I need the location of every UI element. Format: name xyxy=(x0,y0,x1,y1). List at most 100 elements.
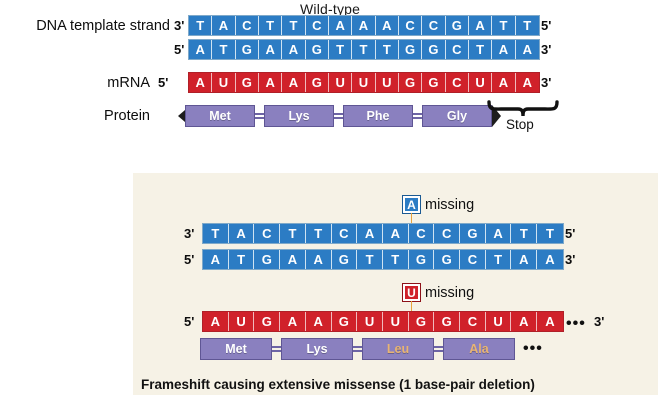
mutant-dna-coding-base: G xyxy=(434,250,461,269)
mutant-mrna-base: A xyxy=(203,312,229,331)
mutant-dna-template-base: G xyxy=(460,224,486,243)
wildtype-mrna-base: U xyxy=(352,73,376,92)
wildtype-dna-coding-base: T xyxy=(352,40,376,59)
mutant-mrna-base: U xyxy=(357,312,383,331)
mutant-dna-coding-base: T xyxy=(357,250,383,269)
wildtype-dna-template-base: C xyxy=(235,16,259,35)
wildtype-dna-coding-base: T xyxy=(212,40,236,59)
mrna-deletion-callout-text: missing xyxy=(425,284,475,301)
peptide-bond-linker xyxy=(434,346,443,352)
protein-label: Protein xyxy=(104,108,150,124)
mutant-dna-template-base: C xyxy=(408,224,435,243)
peptide-bond-linker xyxy=(334,113,343,119)
wildtype-dna-coding-base: G xyxy=(305,40,329,59)
wildtype-dna-coding-left-end: 5' xyxy=(174,42,185,57)
mutant-mrna-base: U xyxy=(382,312,409,331)
wildtype-mrna-base: A xyxy=(492,73,516,92)
wildtype-dna-template-base: T xyxy=(515,16,539,35)
wildtype-dna-coding-right-end: 3' xyxy=(541,42,552,57)
wildtype-mrna-base: C xyxy=(445,73,469,92)
mutant-dna-coding-base: C xyxy=(460,250,486,269)
dna-deletion-callout: A missing xyxy=(402,195,475,214)
mutant-dna-template-left-end: 3' xyxy=(184,226,195,241)
wildtype-dna-template-base: A xyxy=(375,16,399,35)
wildtype-mrna-base: U xyxy=(328,73,353,92)
mutant-dna-template-base: C xyxy=(331,224,358,243)
amino-acid-box: Met xyxy=(200,338,272,360)
peptide-bond-linker xyxy=(413,113,422,119)
wildtype-dna-coding-base: G xyxy=(422,40,446,59)
mutant-mrna-base: U xyxy=(228,312,255,331)
figure-caption: Frameshift causing extensive missense (1… xyxy=(141,377,535,392)
amino-acid-box: Gly xyxy=(422,105,492,127)
mutant-dna-template-base: T xyxy=(203,224,229,243)
wildtype-title: Wild-type xyxy=(300,1,361,17)
mutant-dna-template-base: C xyxy=(254,224,281,243)
wildtype-dna-template-base: A xyxy=(352,16,376,35)
mutant-mrna-base: G xyxy=(434,312,461,331)
peptide-bond-linker xyxy=(255,113,264,119)
wildtype-dna-coding-base: C xyxy=(445,40,469,59)
mutant-dna-template-right-end: 5' xyxy=(565,226,576,241)
mutant-mrna-right-end: 3' xyxy=(594,314,605,329)
wildtype-dna-coding-base: G xyxy=(398,40,423,59)
mutant-mrna-base: G xyxy=(331,312,358,331)
wildtype-mrna-base: G xyxy=(398,73,423,92)
mutant-dna-template-base: C xyxy=(434,224,461,243)
mutant-dna-coding-base: A xyxy=(537,250,563,269)
wildtype-dna-template-base: T xyxy=(492,16,516,35)
amino-acid-box: Phe xyxy=(343,105,413,127)
dna-deletion-callout-text: missing xyxy=(425,196,475,213)
wildtype-dna-coding-base: A xyxy=(189,40,213,59)
wildtype-dna-coding-base: A xyxy=(258,40,283,59)
mutant-dna-coding-base: A xyxy=(203,250,229,269)
mutant-dna-coding-base: A xyxy=(280,250,306,269)
mutant-dna-coding-right-end: 3' xyxy=(565,252,576,267)
mutant-dna-coding-base: G xyxy=(408,250,435,269)
mutant-mrna-base: G xyxy=(408,312,435,331)
wildtype-mrna-base: U xyxy=(468,73,493,92)
wildtype-dna-template-base: T xyxy=(258,16,283,35)
wildtype-dna-template-base: C xyxy=(422,16,446,35)
dna-deletion-base-badge: A xyxy=(402,195,421,214)
stop-brace-icon xyxy=(487,100,559,117)
wildtype-dna-template-base: C xyxy=(305,16,329,35)
protein-n-terminus-arrow xyxy=(178,110,185,122)
amino-acid-box: Lys xyxy=(264,105,334,127)
amino-acid-box: Ala xyxy=(443,338,515,360)
amino-acid-box: Leu xyxy=(362,338,434,360)
wildtype-dna-coding-base: A xyxy=(515,40,539,59)
wildtype-dna-template-base: A xyxy=(328,16,353,35)
wildtype-mrna-base: U xyxy=(212,73,236,92)
peptide-bond-linker xyxy=(353,346,362,352)
mutant-dna-coding-base: T xyxy=(485,250,512,269)
wildtype-dna-template-right-end: 5' xyxy=(541,18,552,33)
peptide-bond-linker xyxy=(272,346,281,352)
mutant-protein-trailing-dots: ••• xyxy=(523,340,543,357)
mutant-mrna-base: C xyxy=(460,312,486,331)
wildtype-dna-template-base: T xyxy=(189,16,213,35)
mutant-dna-template-base: T xyxy=(280,224,306,243)
mutant-dna-template-base: A xyxy=(485,224,512,243)
wildtype-dna-template-base: T xyxy=(282,16,306,35)
wildtype-mrna-base: G xyxy=(235,73,259,92)
wildtype-mrna-base: U xyxy=(375,73,399,92)
wildtype-mrna-base: A xyxy=(282,73,306,92)
dna-template-strand-label: DNA template strand xyxy=(36,18,170,34)
mutant-mrna-left-end: 5' xyxy=(184,314,195,329)
wildtype-mrna-left-end: 5' xyxy=(158,75,169,90)
mutant-dna-template-base: A xyxy=(382,224,409,243)
wildtype-mrna-base: A xyxy=(189,73,213,92)
wildtype-mrna-base: A xyxy=(258,73,283,92)
mutant-panel xyxy=(133,173,658,395)
mutant-mrna-base: A xyxy=(280,312,306,331)
mutant-dna-coding-base: T xyxy=(382,250,409,269)
mutant-mrna-trailing-dots: ••• xyxy=(566,315,586,332)
